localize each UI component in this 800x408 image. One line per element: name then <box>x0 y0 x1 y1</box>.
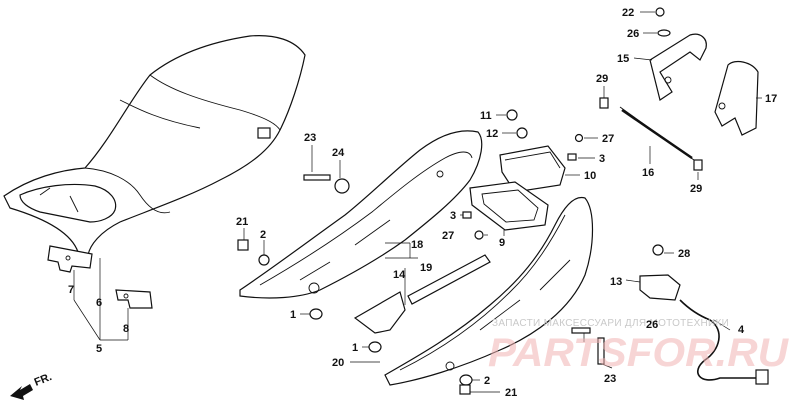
leader-lines <box>73 11 762 393</box>
plate-14 <box>353 291 406 334</box>
callout-18: 18 <box>411 239 423 251</box>
callout-5: 5 <box>96 343 102 355</box>
direction-arrow: FR. <box>10 371 54 400</box>
callout-23: 23 <box>604 373 616 385</box>
callout-28: 28 <box>678 248 690 260</box>
callout-16: 16 <box>642 167 654 179</box>
callout-17: 17 <box>765 93 777 105</box>
callout-24: 24 <box>332 147 345 159</box>
callout-19: 19 <box>420 262 432 274</box>
callout-27: 27 <box>602 133 614 145</box>
callout-14: 14 <box>393 269 406 281</box>
strip-19 <box>407 254 491 305</box>
callout-2: 2 <box>260 229 266 241</box>
callout-3: 3 <box>450 210 456 222</box>
watermark-brand: PARTSFOR.RU <box>488 331 789 375</box>
watermark: ЗАПАСТИ МАКСЕССУАРИ ДЛЯ МОТОТЕХНИКИ PART… <box>488 318 789 375</box>
callout-29: 29 <box>690 183 702 195</box>
callout-7: 7 <box>68 284 74 296</box>
callout-6: 6 <box>96 297 102 309</box>
rod-16 <box>619 106 695 161</box>
cover-10 <box>499 145 566 193</box>
callout-3: 3 <box>599 153 605 165</box>
callout-15: 15 <box>617 53 629 65</box>
callout-4: 4 <box>738 324 745 336</box>
callout-1: 1 <box>290 309 296 321</box>
callout-20: 20 <box>332 357 344 369</box>
callout-21: 21 <box>505 387 517 399</box>
callout-9: 9 <box>499 237 505 249</box>
side-cover-left <box>239 130 483 299</box>
grab-rail-17 <box>714 60 759 136</box>
callout-11: 11 <box>480 110 492 122</box>
callout-21: 21 <box>236 216 248 228</box>
grab-rail-15 <box>649 33 707 101</box>
direction-label: FR. <box>33 371 54 389</box>
callout-12: 12 <box>486 128 498 140</box>
watermark-caption: ЗАПАСТИ МАКСЕССУАРИ ДЛЯ МОТОТЕХНИКИ <box>492 318 729 329</box>
callout-1: 1 <box>352 342 358 354</box>
callout-29: 29 <box>596 73 608 85</box>
callouts: 22 26 15 17 29 16 29 11 12 27 3 10 23 24… <box>68 7 777 399</box>
fasteners <box>237 7 769 395</box>
callout-27: 27 <box>442 230 454 242</box>
callout-13: 13 <box>610 276 622 288</box>
side-cover-right <box>384 196 594 386</box>
callout-23: 23 <box>304 132 316 144</box>
callout-2: 2 <box>484 375 490 387</box>
callout-26: 26 <box>627 28 639 40</box>
callout-22: 22 <box>622 7 634 19</box>
bracket-8 <box>115 289 153 309</box>
callout-8: 8 <box>123 323 129 335</box>
callout-10: 10 <box>584 170 596 182</box>
seat <box>3 35 306 256</box>
bracket-7 <box>47 245 93 273</box>
bracket-9 <box>469 181 549 231</box>
callout-26: 26 <box>646 319 658 331</box>
